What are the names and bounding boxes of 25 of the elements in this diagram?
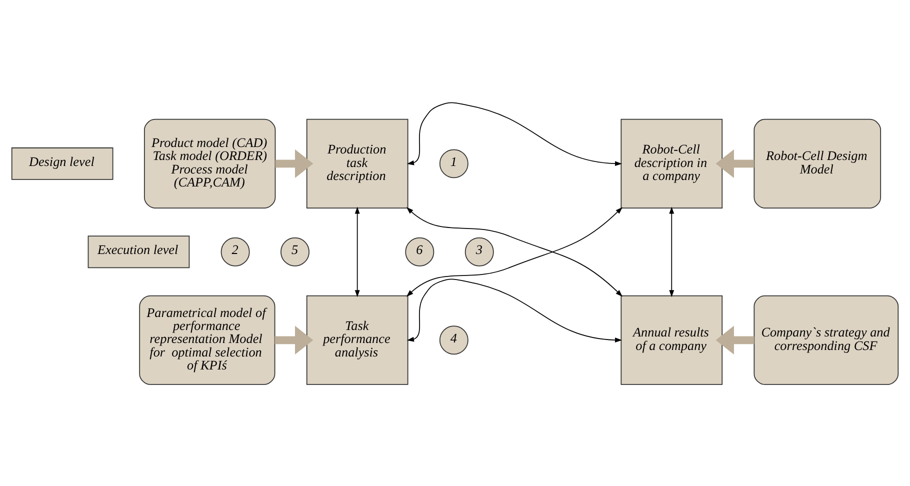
node-box: Product model (CAD) Task model (ORDER) Process model (CAPP,CAM) [144, 118, 276, 208]
arrow [716, 325, 754, 354]
arrow [275, 148, 314, 178]
node-box: Parametrical model of performance representation Model for optimal selection of KPIś [139, 294, 276, 384]
arrow [354, 206, 360, 297]
node-circle: 2 [220, 236, 250, 266]
node-box: Execution level [88, 235, 190, 268]
node-box: Company`s strategy and corresponding CSF [754, 294, 899, 384]
arrow [406, 206, 623, 296]
node-circle: 4 [439, 325, 468, 354]
node-circle: 6 [405, 236, 434, 266]
arrow [716, 148, 754, 178]
arrow [406, 278, 622, 342]
node-box: Production task description [306, 118, 408, 208]
node-box: Robot-Cell description in a company [620, 118, 723, 208]
node-circle: 5 [280, 236, 310, 266]
node-box: Task performance analysis [306, 294, 408, 384]
arrow [406, 102, 622, 166]
node-circle: 3 [464, 236, 494, 266]
arrow [669, 206, 674, 297]
node-box: Robot-Cell Desigm Model [754, 118, 882, 208]
node-box: Annual results of a company [620, 294, 723, 384]
arrow [274, 325, 314, 354]
node-circle: 1 [439, 148, 468, 178]
node-box: Design level [11, 146, 114, 180]
